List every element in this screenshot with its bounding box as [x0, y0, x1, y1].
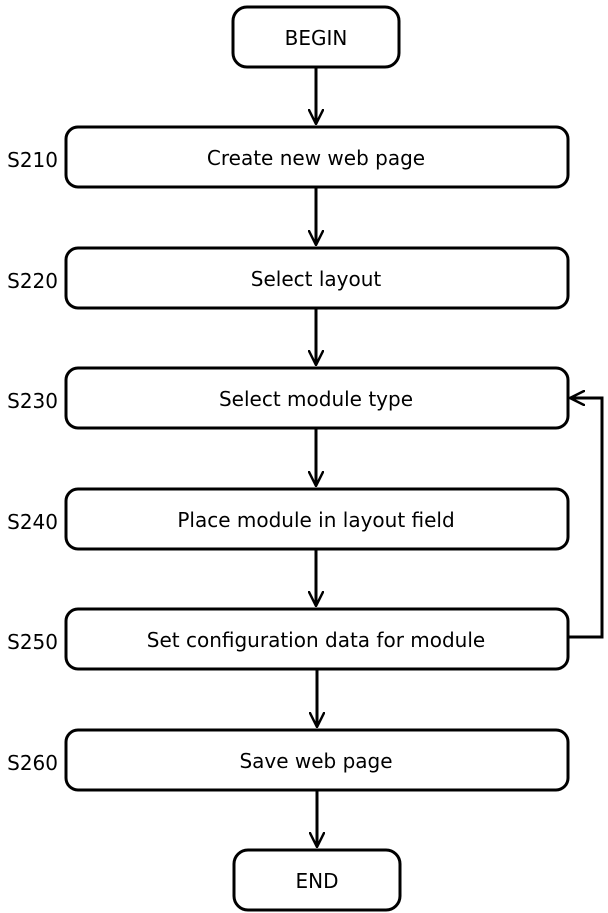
step-label-s250: Set configuration data for module	[147, 628, 485, 652]
step-s210: S210 Create new web page	[7, 127, 568, 187]
step-label-s220: Select layout	[251, 267, 382, 291]
end-label: END	[296, 869, 339, 893]
step-id-s230: S230	[7, 389, 58, 413]
step-s260: S260 Save web page	[7, 730, 568, 790]
step-id-s210: S210	[7, 148, 58, 172]
step-id-s260: S260	[7, 751, 58, 775]
begin-terminal: BEGIN	[233, 7, 399, 67]
step-label-s240: Place module in layout field	[177, 508, 454, 532]
step-s250: S250 Set configuration data for module	[7, 609, 568, 669]
begin-label: BEGIN	[285, 26, 348, 50]
step-s230: S230 Select module type	[7, 368, 568, 428]
loop-arrow-s250-to-s230	[568, 398, 602, 637]
end-terminal: END	[234, 850, 400, 910]
step-s240: S240 Place module in layout field	[7, 489, 568, 549]
step-label-s260: Save web page	[239, 749, 392, 773]
step-label-s230: Select module type	[219, 387, 413, 411]
step-id-s240: S240	[7, 510, 58, 534]
step-id-s220: S220	[7, 269, 58, 293]
step-s220: S220 Select layout	[7, 248, 568, 308]
step-id-s250: S250	[7, 630, 58, 654]
step-label-s210: Create new web page	[207, 146, 425, 170]
